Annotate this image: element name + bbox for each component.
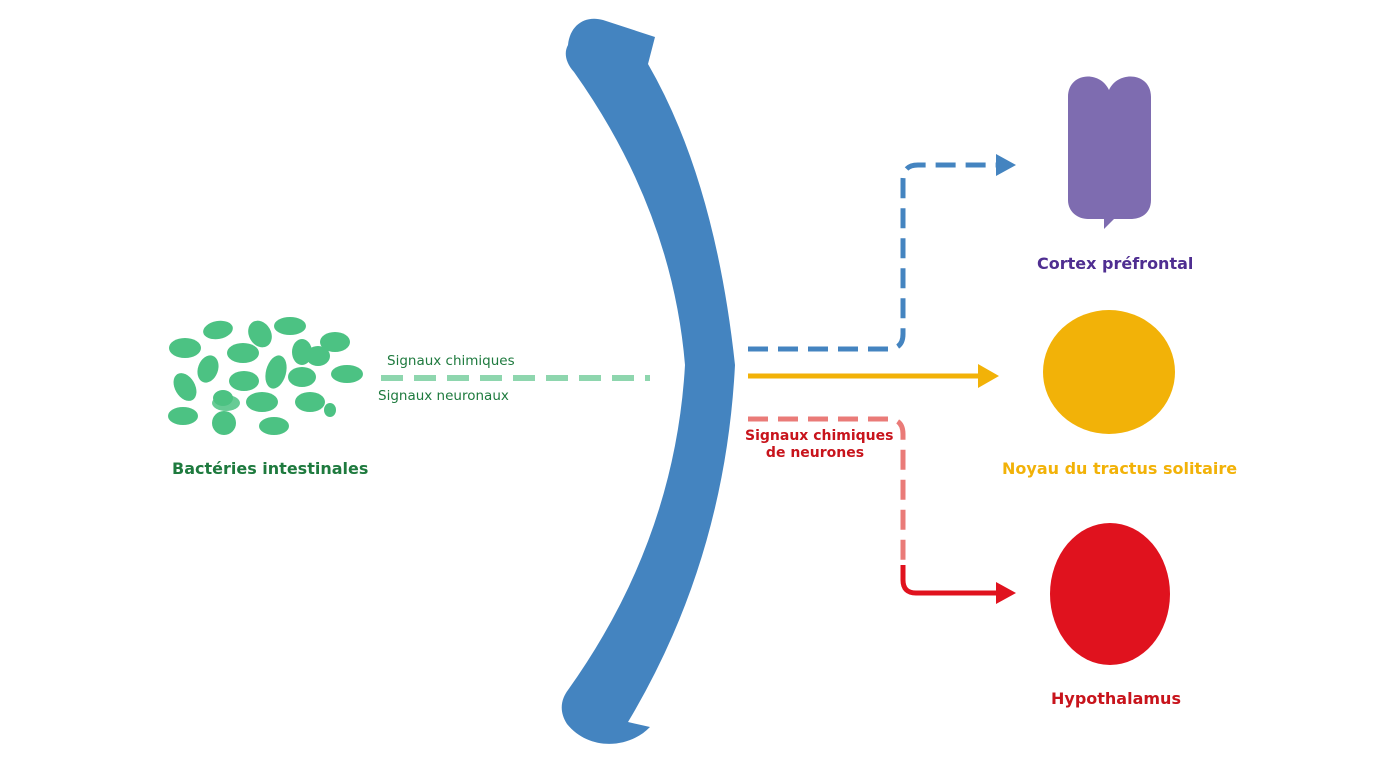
bacterium [259, 417, 289, 435]
bacterium [212, 395, 240, 411]
barrier-shape [561, 18, 735, 744]
bacteria-label: Bactéries intestinales [172, 459, 369, 478]
hypothalamus-oval [1050, 523, 1170, 665]
bacterium [169, 338, 201, 358]
cortex-dashed-path [748, 162, 998, 352]
hypothalamus-solid-path [900, 565, 998, 596]
bacterium [295, 392, 325, 412]
bacterium [227, 343, 259, 363]
nucleus-circle [1043, 310, 1175, 434]
hypothalamus-dashed-path [748, 416, 906, 565]
chem-neuron-label-line1: Signaux chimiques [745, 428, 894, 444]
bacterium [203, 320, 233, 340]
bacterium [246, 392, 278, 412]
hypothalamus-arrowhead [996, 582, 1016, 604]
bacterium [331, 365, 363, 383]
chem-neuron-label: Signaux chimiques de neurones [745, 428, 894, 462]
hypothalamus-label: Hypothalamus [1051, 689, 1181, 708]
bacterium [168, 407, 198, 425]
bacterium [197, 355, 219, 383]
bacteria-cluster [168, 317, 363, 435]
cortex-icon [1068, 76, 1151, 230]
bacterium [288, 367, 316, 387]
bacterium [248, 320, 272, 348]
bacterium [265, 355, 287, 389]
bacterium [274, 317, 306, 335]
bacterium [324, 403, 336, 417]
neuronal-signal-label: Signaux neuronaux [378, 388, 509, 404]
cortex-arrowhead [996, 154, 1016, 176]
bacterium [306, 346, 330, 366]
bacterium [173, 373, 197, 401]
bacterium [320, 332, 350, 352]
chemical-signal-label: Signaux chimiques [387, 353, 515, 369]
bacterium [212, 411, 236, 435]
bacterium [229, 371, 259, 391]
chem-neuron-label-line2: de neurones [765, 445, 865, 461]
cortex-label: Cortex préfrontal [1037, 254, 1194, 273]
nucleus-arrowhead [978, 364, 999, 388]
nucleus-label: Noyau du tractus solitaire [1002, 459, 1238, 478]
